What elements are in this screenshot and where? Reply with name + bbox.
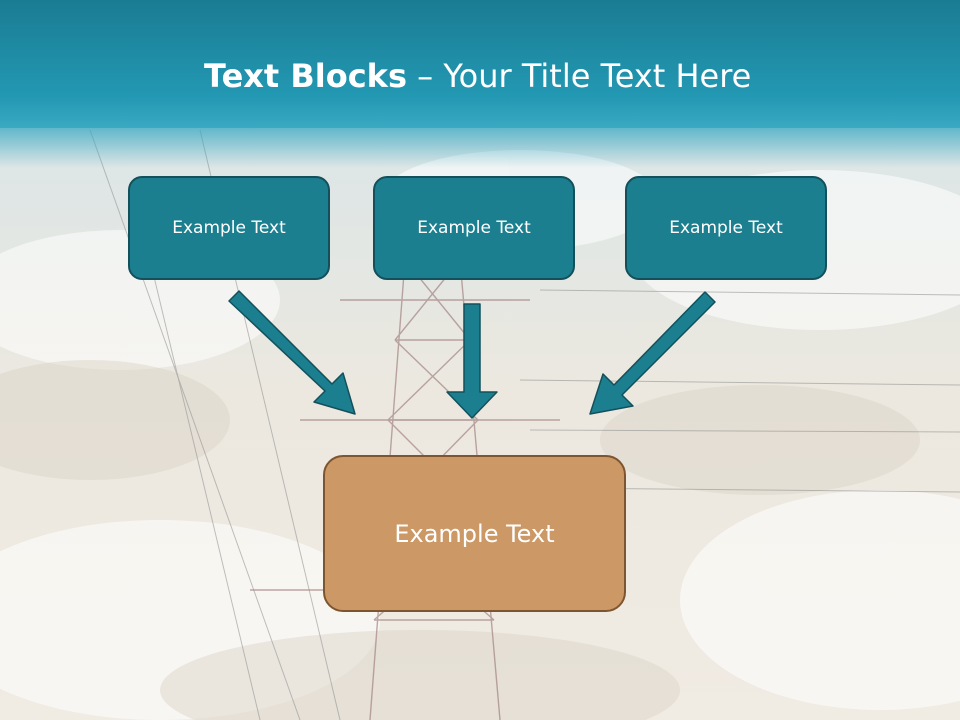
arrow-down-right-icon bbox=[228, 290, 356, 415]
text-block-bottom[interactable]: Example Text bbox=[323, 455, 626, 612]
text-block-left-label: Example Text bbox=[172, 218, 286, 238]
text-block-bottom-label: Example Text bbox=[394, 519, 555, 548]
title-rest: Your Title Text Here bbox=[443, 57, 752, 95]
slide-title: Text Blocks – Your Title Text Here bbox=[204, 54, 751, 98]
title-bold: Text Blocks bbox=[204, 57, 407, 95]
text-block-right-label: Example Text bbox=[669, 218, 783, 238]
title-bar-fade bbox=[0, 128, 960, 168]
arrow-down-icon bbox=[446, 303, 498, 419]
text-block-center-label: Example Text bbox=[417, 218, 531, 238]
text-block-center[interactable]: Example Text bbox=[373, 176, 575, 280]
title-dash: – bbox=[407, 57, 444, 95]
text-block-left[interactable]: Example Text bbox=[128, 176, 330, 280]
title-bar bbox=[0, 0, 960, 128]
arrow-down-left-icon bbox=[589, 291, 716, 415]
text-block-right[interactable]: Example Text bbox=[625, 176, 827, 280]
